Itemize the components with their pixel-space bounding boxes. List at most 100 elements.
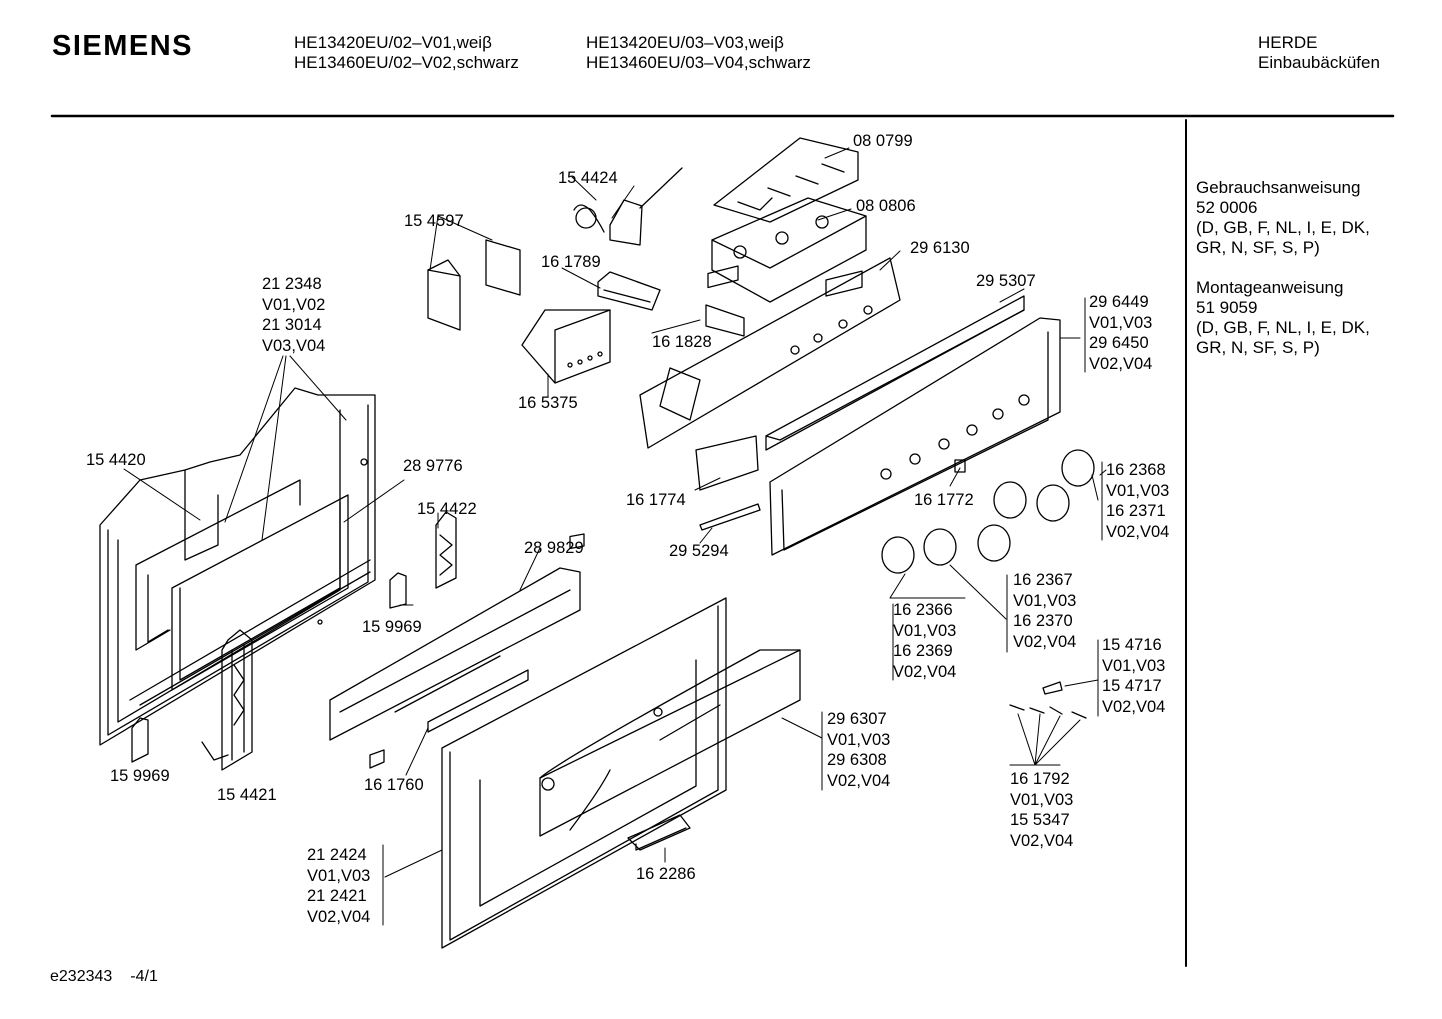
screws [1010, 682, 1086, 718]
light-strip [700, 504, 760, 530]
part-label-295294: 29 5294 [669, 541, 729, 562]
doc-id: e232343-4/1 [50, 968, 158, 986]
label-line: 15 4421 [217, 786, 277, 804]
label-line: 16 2371 [1106, 502, 1166, 520]
label-line: 15 4420 [86, 451, 146, 469]
side-line: (D, GB, F, NL, I, E, DK, [1196, 318, 1370, 337]
label-line: V02,V04 [1013, 632, 1077, 651]
label-line: 15 9969 [110, 767, 170, 785]
label-line: 15 9969 [362, 618, 422, 636]
doc-number: e232343 [50, 968, 113, 985]
label-line: V02,V04 [1102, 697, 1166, 716]
label-line: V01,V03 [1010, 790, 1074, 809]
spacer-block-middle [390, 573, 406, 608]
part-label-289776: 28 9776 [403, 456, 463, 477]
part-label-154424: 15 4424 [558, 168, 618, 189]
label-line: 16 5375 [518, 394, 578, 412]
part-label-296130: 29 6130 [910, 238, 970, 259]
part-label-289829: 28 9829 [524, 538, 584, 559]
category-line: Einbaubäcküfen [1258, 53, 1380, 72]
label-line: 15 4716 [1102, 636, 1162, 654]
handle-bracket [628, 815, 690, 850]
manual-info: Gebrauchsanweisung 52 0006 (D, GB, F, NL… [1196, 178, 1370, 258]
label-line: 16 1789 [541, 253, 601, 271]
label-line: 16 2286 [636, 865, 696, 883]
model-list-1: HE13420EU/02–V01,weiβ HE13460EU/02–V02,s… [294, 33, 519, 73]
label-line: 29 6130 [910, 239, 970, 257]
label-line: 21 2421 [307, 887, 367, 905]
selector-switch [598, 272, 660, 310]
label-line: 15 4422 [417, 500, 477, 518]
side-line: 52 0006 [1196, 198, 1258, 217]
model-list-2: HE13420EU/03–V03,weiβ HE13460EU/03–V04,s… [586, 33, 811, 73]
label-line: 16 1828 [652, 333, 712, 351]
label-line: 29 5307 [976, 272, 1036, 290]
label-line: 21 2424 [307, 846, 367, 864]
part-label-161774: 16 1774 [626, 490, 686, 511]
side-line: GR, N, SF, S, P) [1196, 238, 1320, 257]
label-line: V01,V02 [262, 295, 326, 314]
part-label-162366: 16 2366 V01,V03 16 2369 V02,V04 [893, 600, 956, 682]
side-line: 51 9059 [1196, 298, 1258, 317]
install-info: Montageanweisung 51 9059 (D, GB, F, NL, … [1196, 278, 1370, 358]
label-line: V01,V03 [827, 730, 891, 749]
label-line: 29 6450 [1089, 334, 1149, 352]
part-label-080799: 08 0799 [853, 131, 913, 152]
label-line: 16 1772 [914, 491, 974, 509]
door-handle [540, 650, 800, 836]
side-line: Montageanweisung [1196, 278, 1344, 297]
label-line: V02,V04 [1089, 354, 1153, 373]
label-line: 29 6307 [827, 710, 887, 728]
label-line: 28 9829 [524, 539, 584, 557]
part-label-162367: 16 2367 V01,V03 16 2370 V02,V04 [1013, 570, 1076, 652]
switch-block [712, 198, 866, 302]
label-line: V01,V03 [893, 621, 957, 640]
category-line: HERDE [1258, 33, 1318, 52]
label-line: 21 3014 [262, 316, 322, 334]
label-line: V01,V03 [1102, 656, 1166, 675]
label-line: 08 0806 [856, 197, 916, 215]
label-line: V01,V03 [1089, 313, 1153, 332]
leader-lines [124, 148, 1106, 925]
part-label-080806: 08 0806 [856, 196, 916, 217]
label-line: 16 1774 [626, 491, 686, 509]
label-line: 16 2368 [1106, 461, 1166, 479]
insulation-panel [172, 495, 348, 690]
part-label-296307: 29 6307 V01,V03 29 6308 V02,V04 [827, 709, 890, 791]
label-line: 28 9776 [403, 457, 463, 475]
side-line: Gebrauchsanweisung [1196, 178, 1361, 197]
panel-frame [640, 258, 900, 448]
label-line: V01,V03 [307, 866, 371, 885]
part-label-165375: 16 5375 [518, 393, 578, 414]
spacer-block-lower [132, 718, 148, 762]
part-label-295307: 29 5307 [976, 271, 1036, 292]
label-line: 15 4424 [558, 169, 618, 187]
part-label-154597: 15 4597 [404, 211, 464, 232]
part-label-161760: 16 1760 [364, 775, 424, 796]
label-line: V02,V04 [827, 771, 891, 790]
trim-strip [766, 296, 1024, 450]
connector [706, 305, 744, 336]
label-line: 21 2348 [262, 275, 322, 293]
model-line: HE13420EU/03–V03,weiβ [586, 33, 784, 52]
label-line: 16 1760 [364, 776, 424, 794]
model-line: HE13460EU/02–V02,schwarz [294, 53, 519, 72]
part-label-154420: 15 4420 [86, 450, 146, 471]
label-line: V02,V04 [307, 907, 371, 926]
side-line: GR, N, SF, S, P) [1196, 338, 1320, 357]
label-line: V03,V04 [262, 336, 326, 355]
part-label-159969-lower: 15 9969 [110, 766, 170, 787]
part-label-154421: 15 4421 [217, 785, 277, 806]
part-label-162286: 16 2286 [636, 864, 696, 885]
label-line: 15 5347 [1010, 811, 1070, 829]
label-line: V02,V04 [1010, 831, 1074, 850]
clip [370, 750, 384, 768]
part-label-212348: 21 2348 V01,V02 21 3014 V03,V04 [262, 274, 325, 356]
label-line: 29 6308 [827, 751, 887, 769]
door-glass-panel [442, 598, 726, 948]
label-line: 16 2369 [893, 642, 953, 660]
part-label-161828: 16 1828 [652, 332, 712, 353]
switch-cover [714, 138, 858, 222]
label-line: 16 1792 [1010, 770, 1070, 788]
